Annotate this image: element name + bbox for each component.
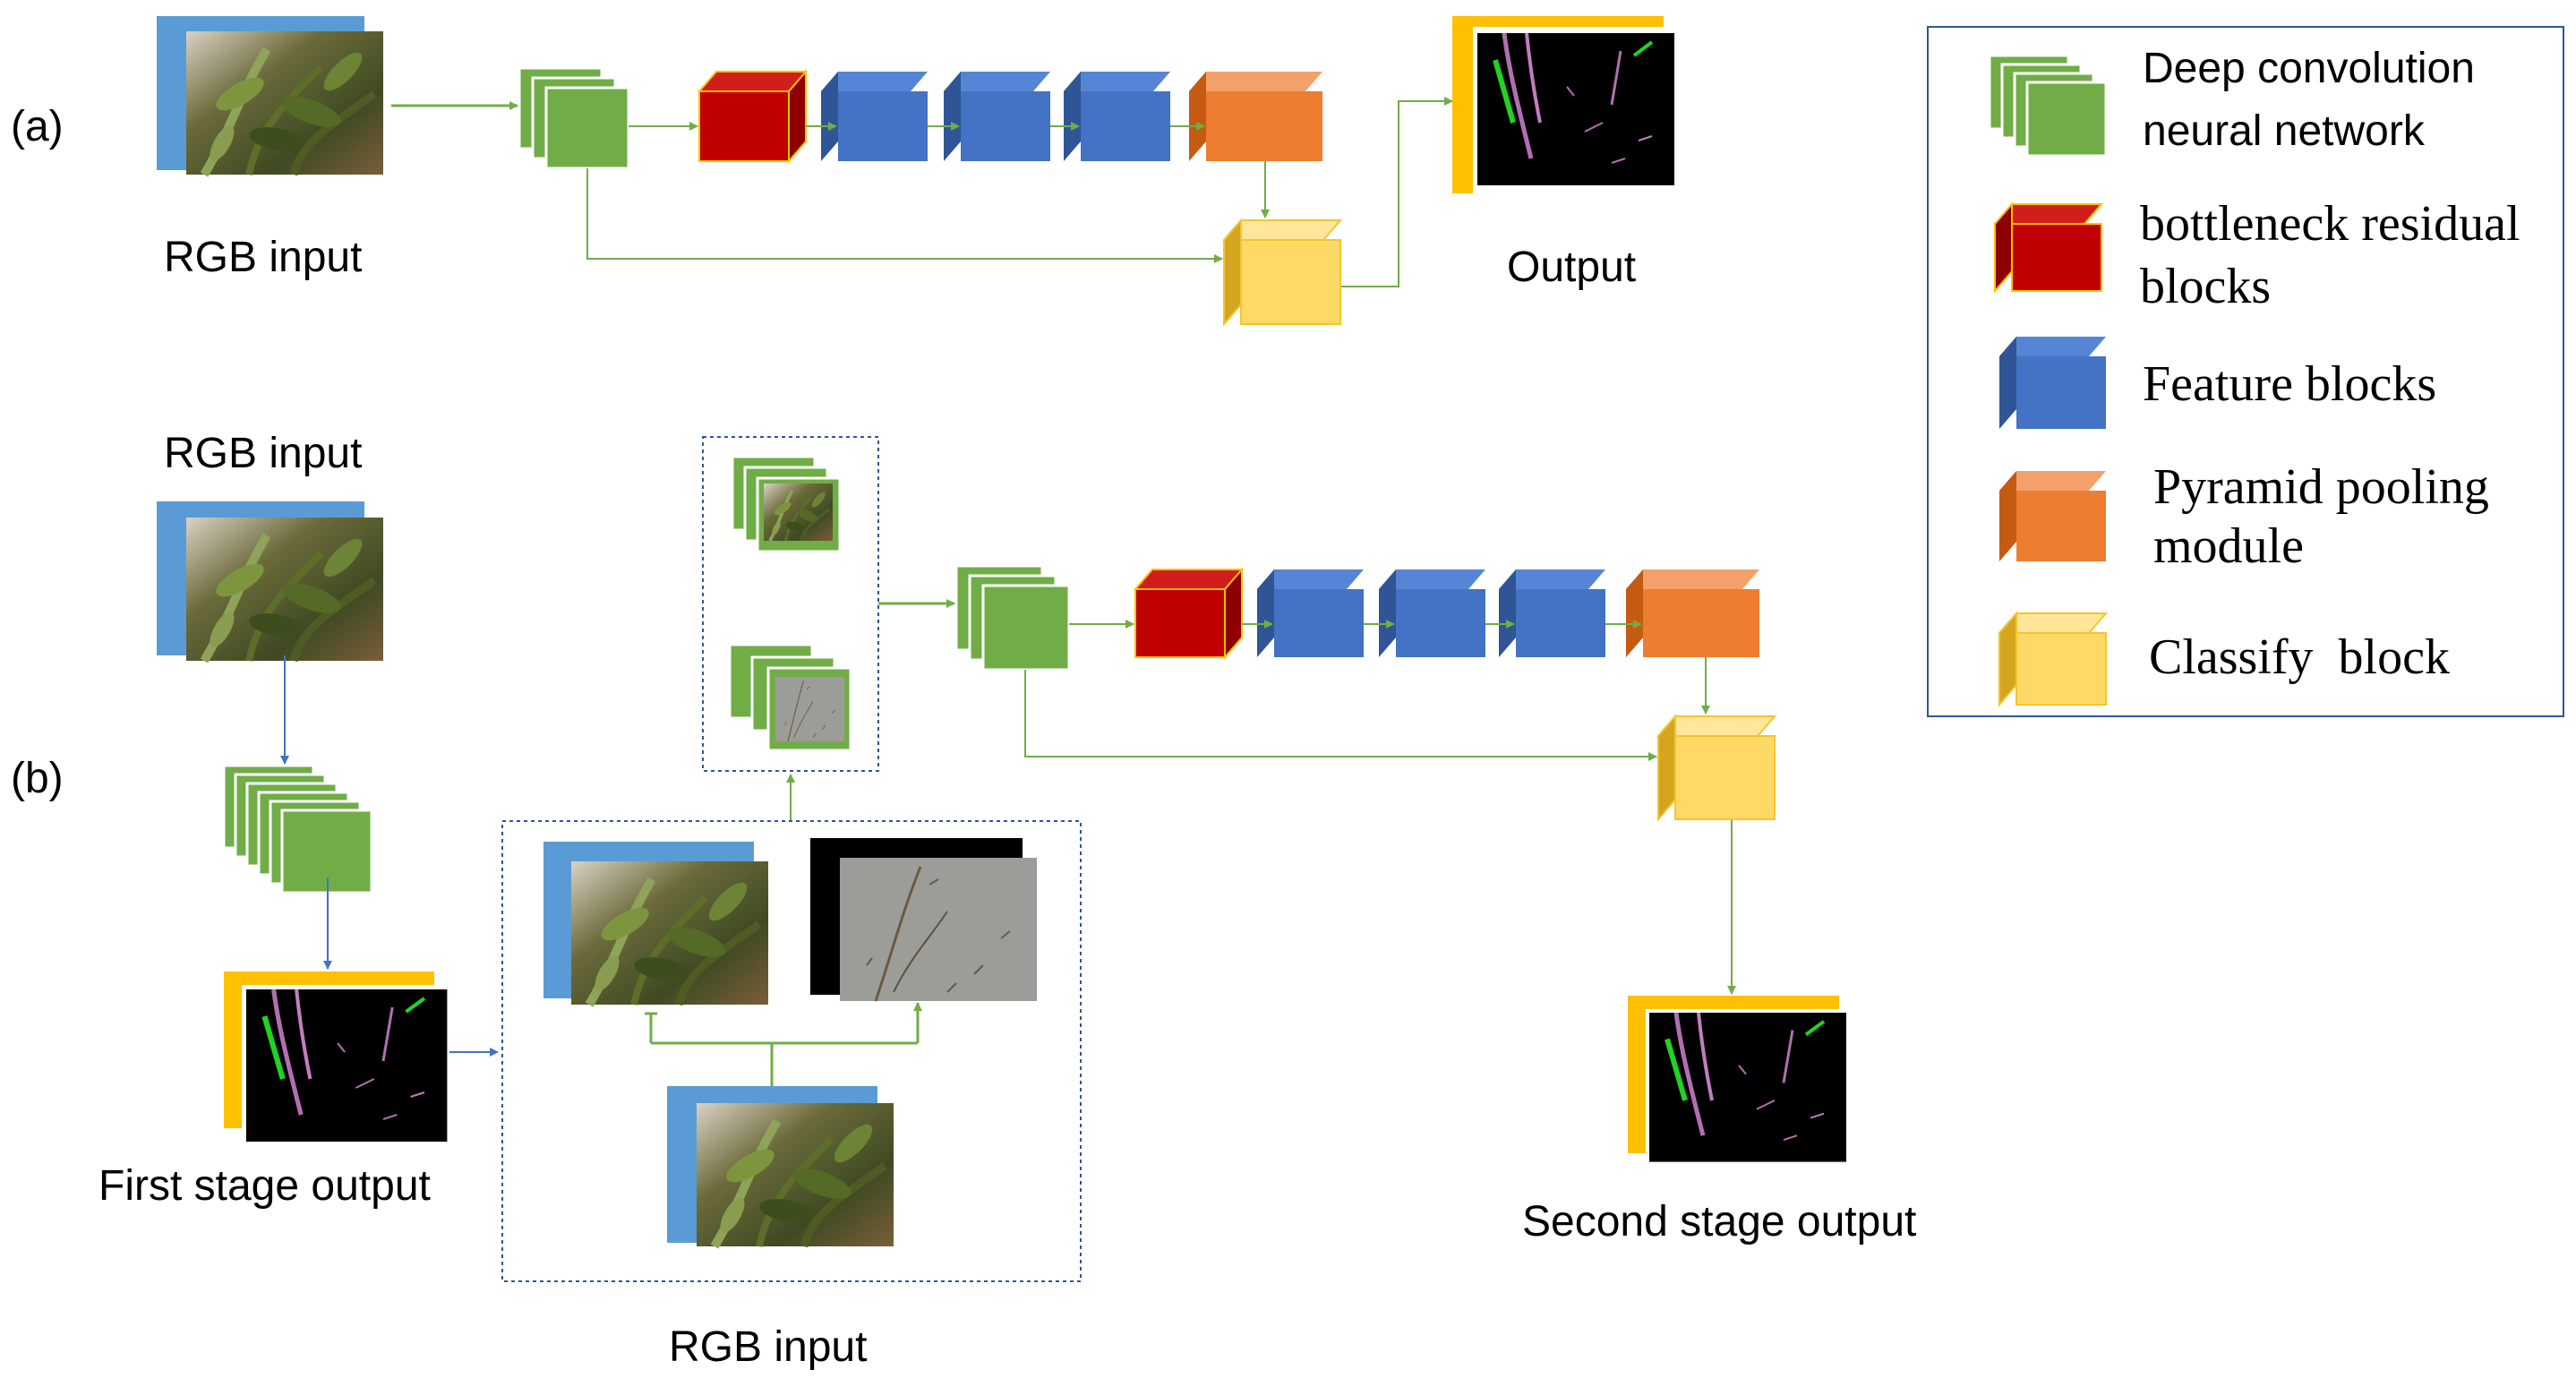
legend-item-4-line2: module xyxy=(2153,518,2304,574)
legend-pyramid-icon xyxy=(1999,471,2106,561)
rgb-input-top-label-b: RGB input xyxy=(164,430,362,477)
dcnn-stack-gray-in-small-box xyxy=(728,643,852,752)
dcnn-stack-b-first xyxy=(222,764,373,894)
output-image-a xyxy=(1452,16,1675,200)
stacked-input-box xyxy=(702,436,879,772)
legend-item-5-line1: Classify block xyxy=(2149,629,2450,685)
feature-block-b-3 xyxy=(1499,569,1605,657)
rgb-image-bottom-in-box xyxy=(667,1086,894,1246)
classify-block-a xyxy=(1221,218,1343,327)
legend-residual-icon xyxy=(1992,201,2104,294)
rgb-input-bottom-label-b: RGB input xyxy=(669,1323,867,1371)
legend-item-3-line1: Feature blocks xyxy=(2143,356,2436,412)
first-stage-output-label: First stage output xyxy=(98,1162,431,1210)
legend-item-2-line1: bottleneck residual xyxy=(2140,196,2520,252)
pipeline-arrows-a xyxy=(586,97,1453,287)
feature-block-b-1 xyxy=(1257,569,1364,657)
pyramid-pooling-b xyxy=(1626,569,1759,657)
legend-item-4-line1: Pyramid pooling xyxy=(2153,459,2489,515)
classify-block-b xyxy=(1656,714,1777,822)
rgb-input-label-a: RGB input xyxy=(164,234,362,281)
residual-block-b xyxy=(1133,567,1245,660)
legend-item-1-line1: Deep convolution xyxy=(2143,45,2475,92)
rgb-input-image-b xyxy=(157,501,383,661)
panel-a-label: (a) xyxy=(11,103,64,150)
panel-b-label: (b) xyxy=(11,755,64,802)
rgb-image-in-box xyxy=(543,842,768,1005)
gray-image-in-box xyxy=(810,838,1039,1003)
legend-item-2-line2: blocks xyxy=(2140,259,2271,314)
feature-block-a-3 xyxy=(1064,72,1170,161)
feature-block-b-2 xyxy=(1379,569,1485,657)
input-combination-box xyxy=(501,820,1082,1282)
legend-classify-icon xyxy=(1997,611,2109,707)
pipeline-arrows-b xyxy=(1024,620,1736,995)
legend-dcnn-icon xyxy=(1988,54,2108,158)
box-internal-arrows xyxy=(645,1002,922,1086)
second-stage-output-image xyxy=(1628,996,1852,1167)
feature-block-a-2 xyxy=(944,72,1050,161)
legend-feature-icon xyxy=(1999,337,2106,429)
legend-item-1-line2: neural network xyxy=(2143,107,2426,155)
second-stage-output-label: Second stage output xyxy=(1522,1198,1916,1245)
feature-block-a-1 xyxy=(821,72,928,161)
dcnn-stack-b-second xyxy=(954,564,1071,672)
first-stage-output-image xyxy=(224,971,449,1142)
output-label-a: Output xyxy=(1507,244,1636,291)
dcnn-stack-a xyxy=(518,66,630,170)
residual-block-a xyxy=(697,69,809,164)
dcnn-stack-rgb-in-small-box xyxy=(731,455,842,553)
rgb-input-image-a xyxy=(157,16,383,175)
pyramid-pooling-a xyxy=(1189,72,1322,161)
